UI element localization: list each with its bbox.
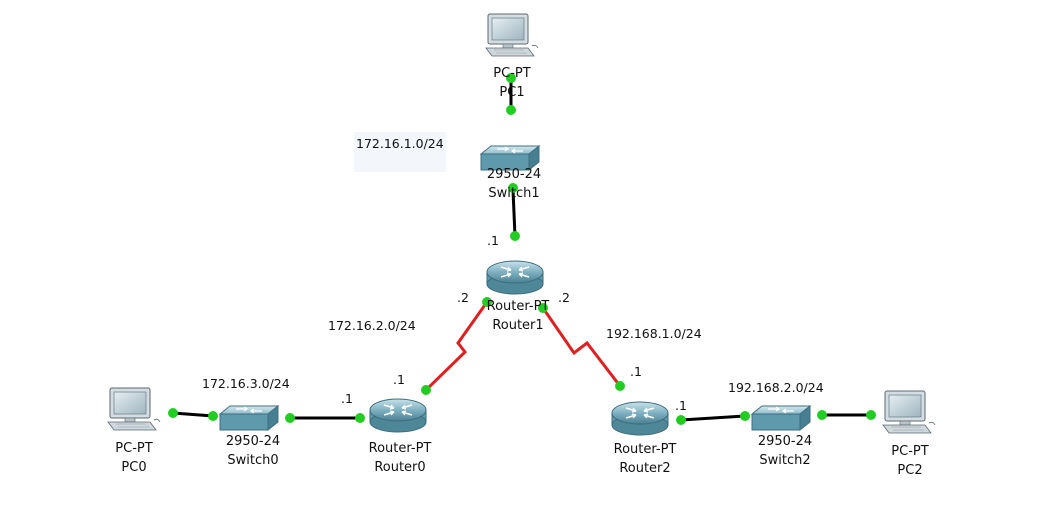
network-label-wan0: 172.16.2.0/24 [328, 318, 416, 333]
device-router0[interactable] [369, 398, 427, 433]
device-labels: PC-PT PC1 2950-24 Switch1 Router-PT Rout… [115, 66, 928, 478]
ip-label-router2-lan: .1 [675, 398, 687, 413]
port-dot [506, 73, 516, 83]
pc2-type-label: PC-PT [891, 444, 928, 459]
port-dot [482, 297, 492, 307]
device-router1[interactable] [486, 260, 544, 295]
network-label-lan0: 172.16.3.0/24 [202, 376, 290, 391]
port-dot [508, 183, 518, 193]
pc1-name-label: PC1 [499, 85, 524, 100]
router2-name-label: Router2 [619, 461, 670, 476]
switch1-type-label: 2950-24 [487, 167, 541, 182]
port-dot [421, 385, 431, 395]
device-pc1[interactable] [485, 13, 539, 57]
router2-type-label: Router-PT [614, 442, 677, 457]
port-dot [538, 303, 548, 313]
pc2-name-label: PC2 [897, 463, 922, 478]
port-dot [285, 413, 295, 423]
router1-name-label: Router1 [492, 318, 543, 333]
pc1-type-label: PC-PT [493, 66, 530, 81]
switch0-type-label: 2950-24 [226, 434, 280, 449]
port-dot [817, 410, 827, 420]
port-dot [355, 413, 365, 423]
ip-label-router1-to-router0: .2 [457, 290, 469, 305]
ip-label-router0-lan: .1 [341, 391, 353, 406]
interface-labels: .1 .2 .2 .1 .1 .1 .1 [341, 233, 687, 413]
router1-type-label: Router-PT [487, 299, 550, 314]
device-switch0[interactable] [219, 405, 279, 431]
port-dot [510, 231, 520, 241]
links [172, 78, 871, 422]
serial-link-router1-router0[interactable] [424, 301, 489, 392]
port-dot [676, 415, 686, 425]
network-label-wan2: 192.168.1.0/24 [606, 326, 702, 341]
port-status-dots [168, 73, 876, 425]
network-label-backdrop [354, 132, 446, 172]
device-pc0[interactable] [107, 387, 161, 431]
network-label-lan1: 172.16.1.0/24 [356, 136, 444, 151]
pc0-name-label: PC0 [121, 460, 146, 475]
link-router2-switch2[interactable] [680, 414, 746, 422]
port-dot [740, 411, 750, 421]
device-router2[interactable] [611, 401, 669, 436]
router0-name-label: Router0 [374, 460, 425, 475]
device-pc2[interactable] [882, 390, 936, 434]
ip-label-router1-to-router2: .2 [558, 290, 570, 305]
ip-label-router2-wan: .1 [630, 364, 642, 379]
port-dot [208, 411, 218, 421]
switch2-type-label: 2950-24 [758, 434, 812, 449]
device-switch2[interactable] [751, 405, 811, 431]
switch0-name-label: Switch0 [227, 453, 278, 468]
port-dot [168, 408, 178, 418]
port-dot [866, 410, 876, 420]
network-labels: 172.16.1.0/24 172.16.2.0/24 172.16.3.0/2… [202, 136, 824, 395]
router0-type-label: Router-PT [369, 441, 432, 456]
switch1-name-label: Switch1 [488, 186, 539, 201]
link-switch1-router1[interactable] [511, 189, 517, 237]
serial-link-router1-router2[interactable] [541, 307, 622, 387]
link-pc0-switch0[interactable] [172, 411, 214, 418]
pc0-type-label: PC-PT [115, 441, 152, 456]
network-label-lan2: 192.168.2.0/24 [728, 380, 824, 395]
switch2-name-label: Switch2 [759, 453, 810, 468]
port-dot [615, 381, 625, 391]
port-dot [506, 105, 516, 115]
ip-label-router0-wan: .1 [393, 372, 405, 387]
ip-label-router1-lan: .1 [487, 233, 499, 248]
